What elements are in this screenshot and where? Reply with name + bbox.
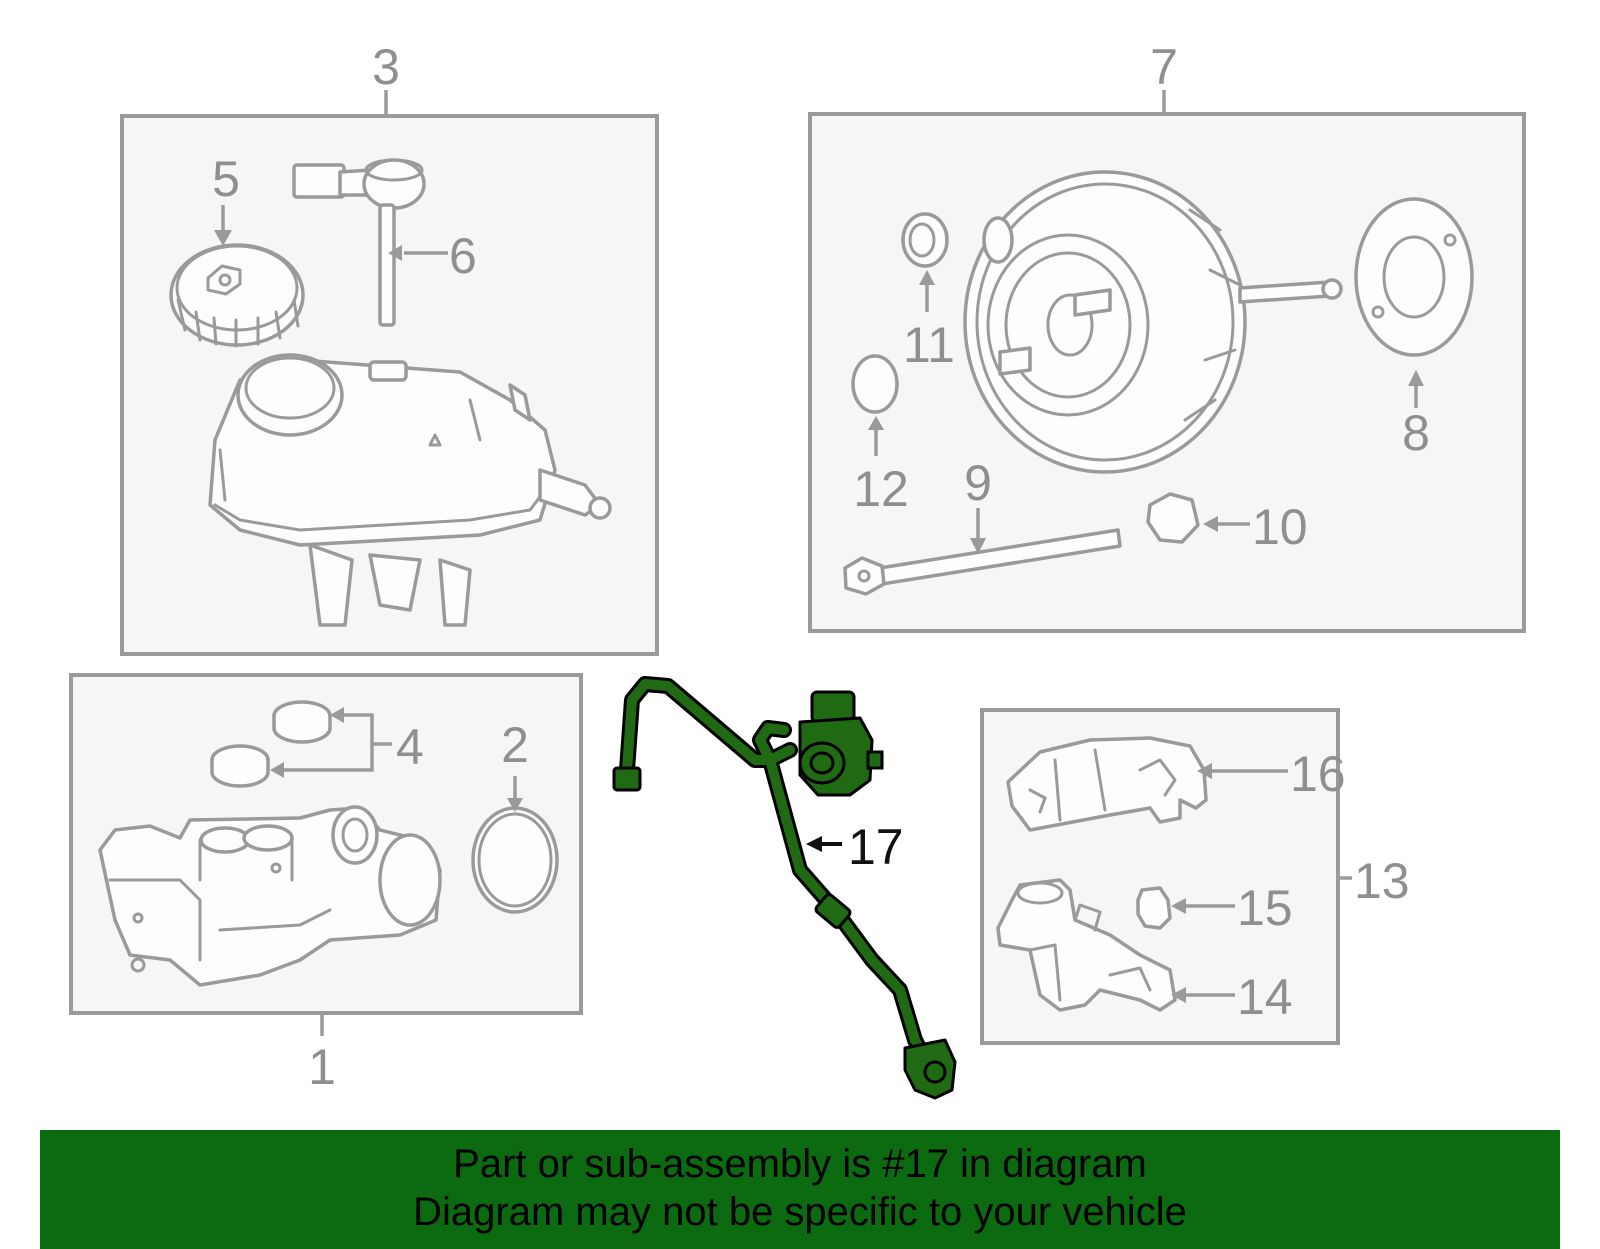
grommet-part[interactable]: [901, 212, 949, 268]
reservoir-assembly-group: 3 5 6: [120, 39, 659, 656]
callout-7[interactable]: 7: [1150, 39, 1178, 95]
callout-1[interactable]: 1: [308, 1039, 336, 1095]
callout-10[interactable]: 10: [1252, 499, 1308, 555]
callout-9[interactable]: 9: [964, 455, 992, 511]
callout-15[interactable]: 15: [1237, 880, 1293, 936]
diagram-notice-banner: Part or sub-assembly is #17 in diagram D…: [40, 1130, 1560, 1249]
callout-16[interactable]: 16: [1290, 746, 1346, 802]
booster-gasket-part[interactable]: [1354, 197, 1474, 357]
banner-line-2: Diagram may not be specific to your vehi…: [413, 1190, 1187, 1234]
callout-11[interactable]: 11: [903, 317, 955, 373]
reservoir-seal-part-upper[interactable]: [272, 700, 332, 744]
callout-13[interactable]: 13: [1354, 853, 1410, 909]
reservoir-cap-part[interactable]: [169, 243, 305, 348]
sensor-group: 13 16 15 14: [980, 708, 1410, 1045]
o-ring-part[interactable]: [851, 354, 899, 414]
brake-booster-group: 7 8: [808, 39, 1526, 633]
callout-2[interactable]: 2: [501, 717, 529, 773]
reservoir-tank-part[interactable]: [208, 353, 612, 627]
callout-17[interactable]: 17: [848, 819, 904, 875]
banner-line-1: Part or sub-assembly is #17 in diagram: [453, 1142, 1147, 1186]
master-cylinder-part[interactable]: [98, 805, 442, 987]
callout-8[interactable]: 8: [1402, 405, 1430, 461]
callout-6[interactable]: 6: [449, 228, 477, 284]
master-cylinder-gasket-part[interactable]: [471, 806, 559, 914]
vacuum-hose-assembly-part[interactable]: [612, 676, 957, 1100]
nut-part[interactable]: [1146, 492, 1200, 544]
brake-booster-part[interactable]: [963, 170, 1343, 474]
callout-12[interactable]: 12: [853, 461, 909, 517]
reservoir-seal-part-lower[interactable]: [210, 744, 270, 788]
master-cylinder-group: 1 4 2: [69, 673, 583, 1095]
stud-part[interactable]: [843, 528, 1122, 596]
callout-14[interactable]: 14: [1237, 969, 1293, 1025]
callout-5[interactable]: 5: [212, 151, 240, 207]
callout-4[interactable]: 4: [396, 719, 424, 775]
bracket-part[interactable]: [1006, 736, 1208, 832]
plug-part[interactable]: [1136, 886, 1172, 930]
callout-3[interactable]: 3: [372, 39, 400, 95]
level-sensor-part[interactable]: [292, 158, 426, 327]
pressure-sensor-part[interactable]: [996, 878, 1177, 1012]
